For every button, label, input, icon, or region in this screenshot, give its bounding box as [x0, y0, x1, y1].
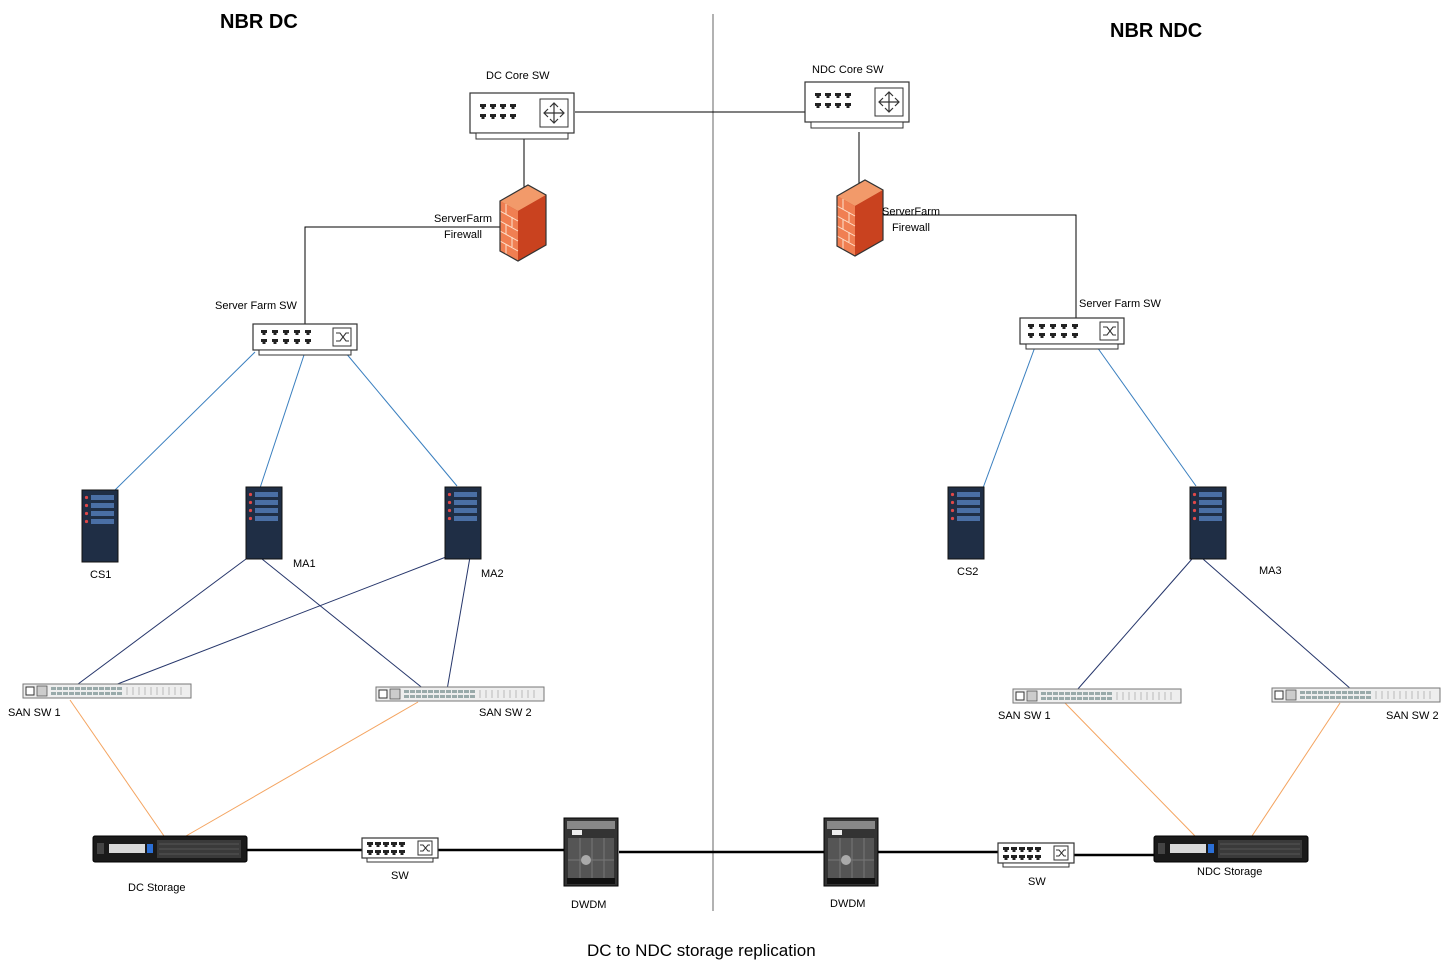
ndc-san1-label: SAN SW 1	[998, 710, 1051, 722]
links	[69, 111, 1353, 857]
ndc-server-farm-label: Server Farm SW	[1079, 298, 1162, 310]
dc-san-switch-2[interactable]	[375, 686, 545, 702]
ndc-storage[interactable]	[1153, 835, 1309, 863]
server-ma1[interactable]	[245, 486, 283, 560]
dc-dwdm[interactable]	[563, 817, 619, 887]
dc-storage[interactable]	[92, 835, 248, 863]
ndc-storage-label: NDC Storage	[1197, 866, 1262, 878]
link-ndc-fw-sfsw	[882, 214, 1077, 318]
dc-sw-label: SW	[391, 870, 409, 882]
ndc-dwdm[interactable]	[823, 817, 879, 887]
dc-san-switch-1[interactable]	[22, 683, 192, 699]
diagram-caption: DC to NDC storage replication	[587, 941, 816, 960]
ndc-server-farm-switch[interactable]	[1019, 317, 1125, 350]
ndc-sw[interactable]	[997, 842, 1075, 868]
dc-server-farm-switch[interactable]	[252, 323, 358, 356]
ndc-firewall[interactable]	[836, 179, 884, 257]
dc-firewall-label-2: Firewall	[444, 229, 482, 241]
ma2-label: MA2	[481, 568, 504, 580]
dc-core-switch[interactable]	[469, 92, 575, 140]
ndc-sw-label: SW	[1028, 876, 1046, 888]
ndc-dwdm-label: DWDM	[830, 898, 865, 910]
dc-san2-label: SAN SW 2	[479, 707, 532, 719]
ndc-firewall-label-1: ServerFarm	[882, 206, 940, 218]
dc-storage-label: DC Storage	[128, 882, 185, 894]
ndc-san2-label: SAN SW 2	[1386, 710, 1439, 722]
dc-core-label: DC Core SW	[486, 70, 550, 82]
dc-sw[interactable]	[361, 837, 439, 863]
dc-dwdm-label: DWDM	[571, 899, 606, 911]
ndc-san-switch-1[interactable]	[1012, 688, 1182, 704]
ma3-label: MA3	[1259, 565, 1282, 577]
server-ma3[interactable]	[1189, 486, 1227, 560]
dc-firewall-label-1: ServerFarm	[434, 213, 492, 225]
server-ma2[interactable]	[444, 486, 482, 560]
site-title-dc: NBR DC	[220, 11, 298, 33]
ndc-core-label: NDC Core SW	[812, 64, 884, 76]
server-cs1[interactable]	[81, 489, 119, 563]
ma1-label: MA1	[293, 558, 316, 570]
dc-server-farm-label: Server Farm SW	[215, 300, 298, 312]
dc-firewall[interactable]	[499, 184, 547, 262]
server-cs2[interactable]	[947, 486, 985, 560]
dc-san1-label: SAN SW 1	[8, 707, 61, 719]
ndc-san-switch-2[interactable]	[1271, 687, 1441, 703]
ndc-firewall-label-2: Firewall	[892, 222, 930, 234]
cs1-label: CS1	[90, 569, 111, 581]
site-title-ndc: NBR NDC	[1110, 20, 1202, 42]
link-dc-fw-sfsw	[304, 226, 500, 325]
ndc-core-switch[interactable]	[804, 81, 910, 129]
cs2-label: CS2	[957, 566, 978, 578]
